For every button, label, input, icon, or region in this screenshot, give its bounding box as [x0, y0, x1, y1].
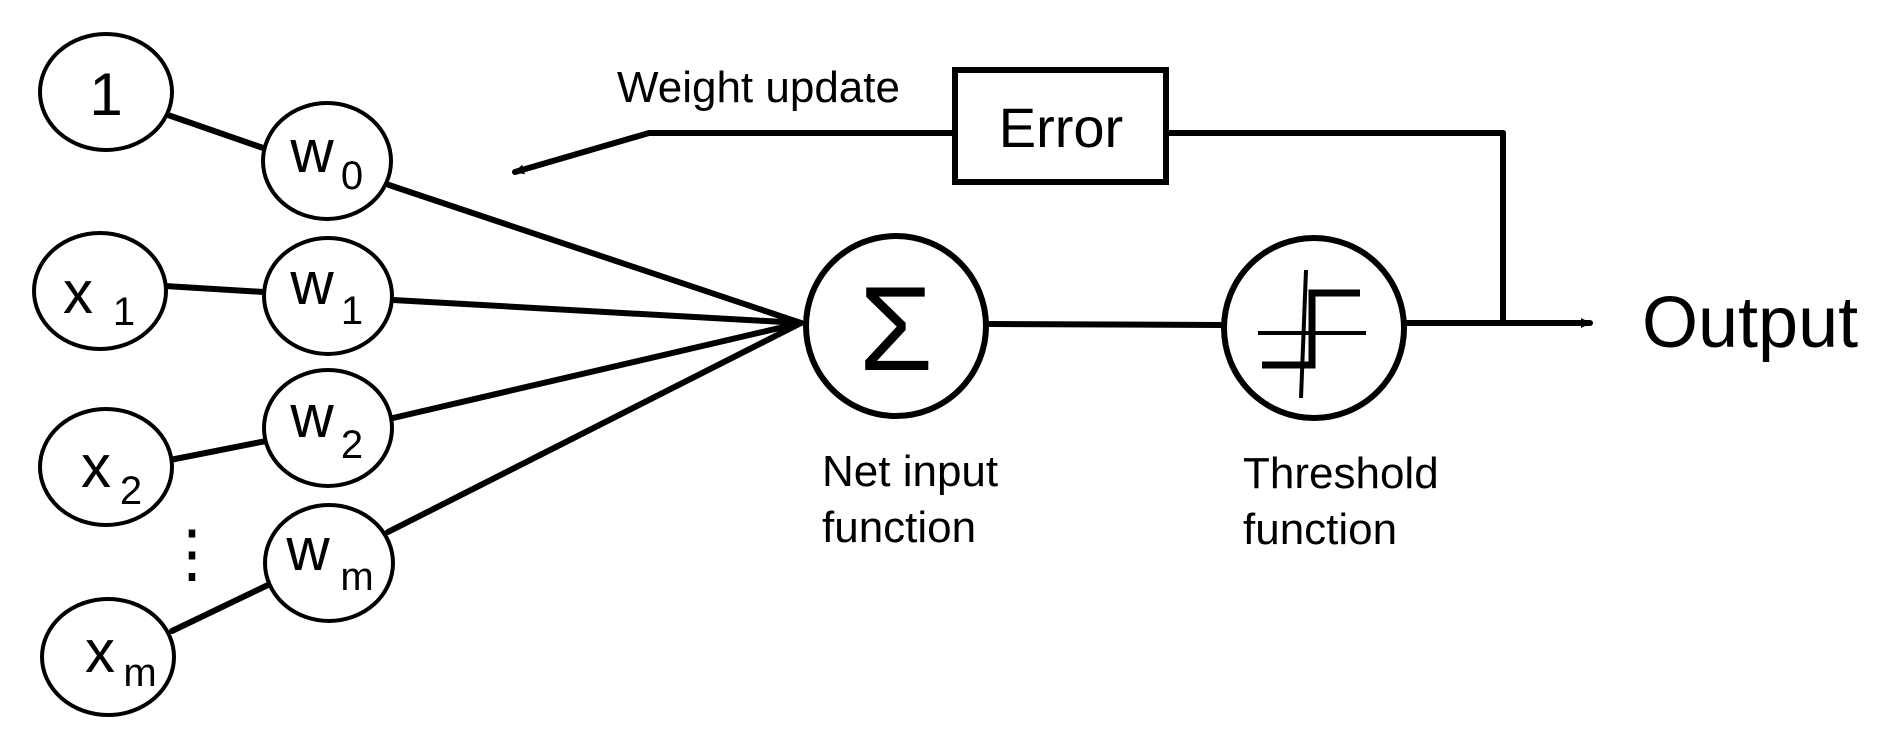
- input-sub-x2: 2: [120, 469, 142, 513]
- edge-w0-sum: [386, 182, 804, 326]
- net-input-node: [803, 233, 989, 419]
- weight-node-w0: [261, 101, 393, 221]
- error-box: [952, 67, 1169, 185]
- input-node-x1: [32, 231, 168, 351]
- edge-sum-threshold: [987, 321, 1225, 328]
- error-label: Error: [999, 96, 1123, 159]
- input-sub-xm: m: [123, 651, 156, 695]
- weight-label-wm: w: [285, 516, 330, 583]
- input-ellipsis: ⋮: [160, 517, 224, 589]
- sigma-symbol: Σ: [859, 262, 933, 396]
- bias-label: 1: [89, 61, 122, 128]
- bias-node: [38, 32, 174, 152]
- input-label-xm: x: [85, 618, 115, 685]
- weight-sub-w0: 0: [341, 154, 363, 198]
- edge-x1-w1: [162, 283, 267, 295]
- edge-wm-sum: [385, 320, 804, 535]
- weight-update-arrow: [512, 130, 652, 175]
- weight-node-w1: [262, 236, 394, 356]
- edge-x2-w2: [167, 438, 269, 463]
- input-label-x2: x: [81, 433, 111, 500]
- input-label-x1: x: [63, 259, 93, 326]
- input-node-xm: [40, 597, 176, 717]
- weight-label-w2: w: [289, 383, 334, 450]
- weight-sub-w2: 2: [341, 423, 363, 467]
- weight-node-w2: [262, 368, 394, 488]
- threshold-caption-line2: function: [1243, 505, 1397, 554]
- edge-xm-wm: [169, 581, 273, 634]
- weight-node-wm: [263, 503, 395, 623]
- weight-sub-wm: m: [340, 555, 373, 599]
- edge-w1-sum: [390, 297, 804, 326]
- input-node-x2: [38, 407, 174, 527]
- output-label: Output: [1642, 283, 1858, 363]
- edge-bias-w0: [165, 112, 269, 152]
- input-sub-x1: 1: [113, 290, 135, 334]
- net-input-caption-line1: Net input: [822, 447, 998, 496]
- threshold-caption-line1: Threshold: [1243, 449, 1439, 498]
- weight-label-w1: w: [289, 250, 334, 317]
- step-function-icon: [1258, 269, 1366, 399]
- weight-update-label: Weight update: [617, 63, 900, 112]
- edge-w2-sum: [390, 320, 804, 421]
- weight-sub-w1: 1: [341, 289, 363, 333]
- net-input-caption-line2: function: [822, 503, 976, 552]
- weight-label-w0: w: [289, 118, 334, 185]
